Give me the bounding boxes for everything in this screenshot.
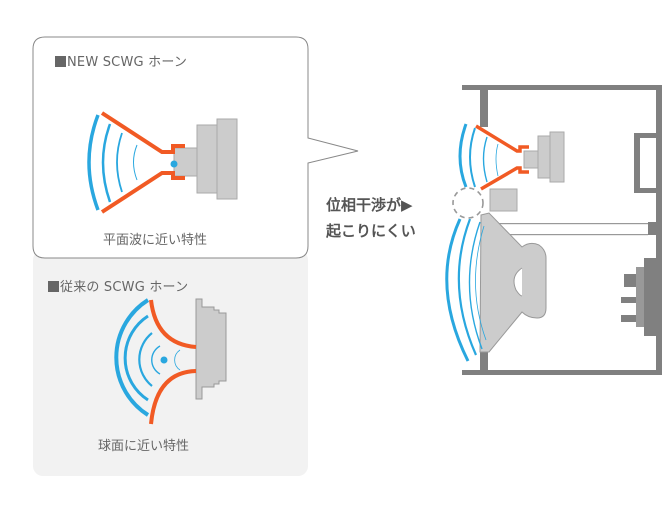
woofer-wave-3: [468, 221, 483, 350]
tweeter-body: [537, 135, 551, 179]
terminal-post-2: [621, 297, 636, 303]
old-wave-3: [138, 332, 153, 387]
old-horn-caption: 球面に近い特性: [98, 439, 190, 454]
old-horn-title: 従来の SCWG ホーン: [48, 276, 188, 295]
square-bullet-icon: [55, 56, 66, 67]
shelf-top-line: [496, 223, 648, 225]
terminal-post-1: [624, 274, 636, 287]
wave-front-4: [133, 144, 138, 181]
shelf-bracket: [648, 222, 658, 235]
interference-zone-circle: [452, 187, 484, 219]
terminal-post-3: [621, 315, 636, 322]
wave-front-3: [116, 132, 123, 193]
baffle-upper: [480, 85, 488, 127]
square-bullet-icon: [48, 281, 59, 292]
baffle-lower: [480, 352, 488, 374]
interference-note: 位相干渉が▶ 起こりにくい: [326, 192, 416, 244]
new-horn-title: NEW SCWG ホーン: [55, 51, 187, 70]
old-horn-upper-flare: [149, 299, 197, 349]
old-driver-body: [195, 298, 227, 400]
tweeter-wave-1: [458, 123, 468, 188]
woofer-wave-2: [457, 218, 478, 356]
interference-note-line2: 起こりにくい: [326, 222, 416, 240]
shelf-bottom-line: [496, 234, 648, 236]
driver-throat: [173, 147, 198, 177]
old-wave-5: [174, 349, 181, 371]
cabinet-top-wall: [462, 85, 662, 90]
terminal-base: [636, 267, 644, 327]
acoustic-source-dot: [170, 160, 178, 168]
old-horn-title-text: 従来の SCWG ホーン: [60, 280, 189, 295]
terminal-plate: [644, 258, 658, 336]
old-horn-lower-flare: [149, 369, 197, 425]
old-wave-4: [151, 345, 161, 375]
wave-front-2: [101, 123, 112, 203]
interference-note-line1: 位相干渉が▶: [326, 196, 413, 214]
tweeter-throat: [523, 150, 539, 169]
cabinet-right-wall: [656, 85, 662, 375]
tweeter-magnet: [549, 131, 565, 183]
old-horn-panel: [33, 250, 308, 476]
tweeter-horn-lower: [480, 166, 529, 191]
port-duct: [634, 133, 659, 193]
old-wave-2: [123, 314, 149, 402]
tweeter-wave-3: [482, 136, 488, 183]
old-horn-illustration: [114, 298, 227, 425]
new-horn-title-text: NEW SCWG ホーン: [67, 55, 188, 70]
horn-lower-flare: [100, 171, 185, 214]
tweeter-horn-upper: [475, 124, 529, 153]
woofer-cone: [479, 212, 547, 353]
new-horn-illustration: [87, 111, 238, 214]
old-acoustic-source-dot: [160, 356, 168, 364]
woofer-wave-4: [475, 225, 487, 341]
cabinet-bottom-wall: [462, 370, 662, 375]
woofer-wave-1: [445, 218, 470, 362]
new-horn-caption: 平面波に近い特性: [103, 233, 208, 248]
driver-magnet: [216, 118, 238, 200]
tweeter-wave-2: [469, 127, 476, 188]
wave-front-1: [87, 114, 100, 211]
tweeter-wave-4: [495, 143, 499, 177]
driver-body: [196, 124, 218, 194]
horn-upper-flare: [100, 111, 185, 154]
old-wave-1: [114, 298, 150, 417]
speaker-cabinet: [445, 85, 662, 375]
crossover-block: [489, 188, 518, 212]
